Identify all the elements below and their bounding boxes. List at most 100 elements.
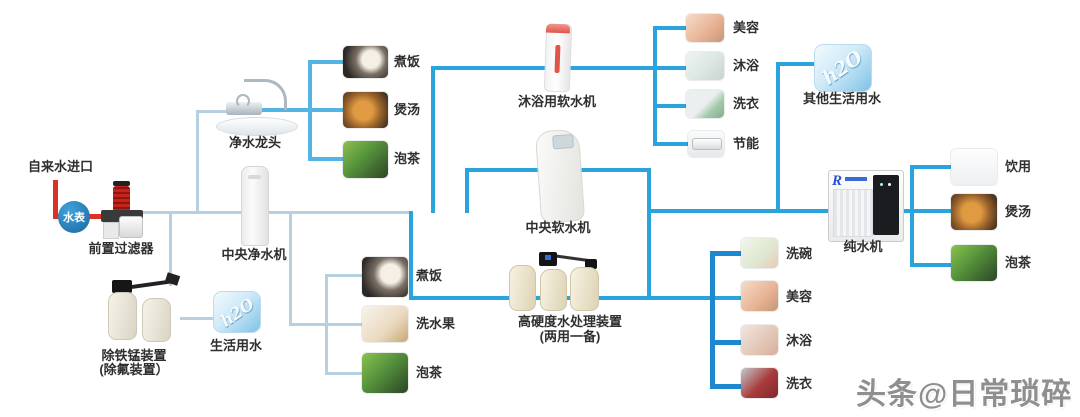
high-hardness-label: 高硬度水处理装置 — [517, 314, 622, 329]
pipe-stub-laundry — [653, 104, 686, 108]
bath-softener-cap — [545, 23, 571, 34]
pipe-right-connector — [910, 165, 914, 267]
tea-photo-2 — [362, 353, 408, 393]
pipe-faucet-riser — [196, 110, 199, 213]
high-hardness-tank1 — [509, 265, 536, 311]
prefilter-cartridge — [113, 186, 130, 212]
pipe-bath-riser — [431, 68, 435, 213]
pipe-inlet-vertical — [53, 180, 58, 218]
pipe-stub-bath2 — [710, 340, 741, 345]
prefilter-label: 前置过滤器 — [88, 241, 154, 256]
pipe-stub-beauty — [653, 26, 686, 30]
domestic-water-icon: h2O — [213, 291, 261, 333]
pipe-stub-laundry2 — [710, 384, 741, 389]
high-hardness-device — [503, 252, 601, 311]
pure-water-grille — [833, 189, 873, 237]
pipe-faucet-out — [230, 108, 311, 112]
domestic-water-label: 生活用水 — [209, 338, 262, 353]
usage-label-soup: 煲汤 — [394, 102, 421, 117]
h2o-script: h2O — [216, 293, 258, 331]
prefilter-housing — [119, 216, 143, 238]
watermark: 头条@日常琐碎 — [856, 378, 1073, 411]
pipe-other-domestic-stub — [776, 62, 816, 66]
pipe-stub-rice2 — [325, 274, 363, 277]
iron-manganese-valve — [112, 280, 132, 293]
pipe-stub-rice — [308, 60, 344, 64]
pipe-stub-tea3 — [910, 263, 951, 267]
pipe-other-domestic-riser — [776, 62, 780, 211]
usage-label-laundry2: 洗衣 — [786, 376, 813, 391]
central-purifier-slot — [248, 175, 261, 179]
rice-cooking-photo-2 — [362, 257, 408, 297]
fruit-washing-photo — [362, 306, 408, 342]
usage-label-laundry: 洗衣 — [733, 96, 760, 111]
faucet-tray — [216, 117, 298, 136]
beauty-photo — [686, 14, 724, 42]
pure-water-panel — [873, 175, 899, 235]
pipe-iron-drop — [169, 213, 172, 286]
faucet-spout-arc — [244, 79, 287, 110]
bath-softener-strip — [554, 44, 561, 74]
bath-softener-label: 沐浴用软水机 — [517, 94, 596, 109]
beauty-photo-2 — [741, 281, 778, 311]
usage-label-soup2: 煲汤 — [1005, 204, 1032, 219]
pipe-loop-right — [647, 168, 651, 300]
pipe-faucet-feed — [196, 110, 232, 113]
usage-label-fruit: 洗水果 — [416, 316, 456, 331]
water-meter-badge: 水表 — [58, 201, 90, 233]
pure-water-label: 纯水机 — [843, 239, 883, 254]
tea-photo — [343, 141, 388, 178]
water-meter-label: 水表 — [63, 212, 85, 224]
pipe-main-left — [138, 211, 413, 214]
prefilter-device — [101, 181, 143, 240]
pipe-bottom-branch-drop — [289, 213, 292, 326]
drinking-water-photo — [951, 149, 997, 185]
pipe-stub-tea2 — [325, 372, 363, 375]
prefilter-bracket — [103, 222, 119, 239]
central-softener-device — [534, 128, 586, 224]
pure-water-device: R — [828, 170, 904, 242]
faucet-handle — [236, 94, 250, 108]
pure-water-led1 — [888, 183, 891, 186]
pure-water-brand-bar — [845, 177, 867, 181]
pipe-iron-to-domestic — [180, 317, 214, 320]
dish-washing-photo — [741, 238, 778, 268]
usage-label-tea: 泡茶 — [394, 151, 421, 166]
pipe-stub-fruit — [325, 323, 363, 326]
usage-label-bath: 沐浴 — [733, 58, 760, 73]
central-purifier-label: 中央净水机 — [221, 247, 287, 262]
high-hardness-valve2 — [585, 259, 597, 269]
usage-label-beauty: 美容 — [733, 20, 760, 35]
pipe-stub-drink — [910, 165, 951, 169]
laundry-photo-2 — [741, 368, 778, 398]
iron-manganese-tank1 — [108, 292, 137, 340]
other-domestic-label: 其他生活用水 — [802, 91, 881, 106]
pipe-topright-connector — [653, 26, 657, 146]
pipe-stub-soup2 — [910, 209, 951, 213]
other-domestic-icon: h2O — [814, 44, 872, 92]
usage-label-drink: 饮用 — [1005, 159, 1032, 174]
h2o-script-2: h2O — [818, 46, 868, 90]
pipe-loop-topleft — [465, 168, 469, 213]
laundry-photo — [686, 90, 724, 118]
iron-manganese-label: 除铁锰装置 — [101, 348, 167, 363]
usage-label-dishes: 洗碗 — [786, 246, 813, 261]
high-hardness-valve-screen — [545, 255, 551, 260]
central-purifier-device — [241, 166, 269, 246]
soup-pot-photo — [343, 92, 388, 128]
high-hardness-sublabel: (两用一备) — [539, 329, 601, 344]
pipe-main-right — [647, 209, 912, 213]
bath-softener-device — [543, 23, 573, 93]
high-hardness-tank2 — [540, 269, 567, 311]
usage-label-beauty2: 美容 — [786, 289, 813, 304]
central-softener-panel — [552, 133, 575, 150]
bath-photo — [686, 52, 724, 80]
usage-label-rice2: 煮饭 — [416, 268, 443, 283]
pipe-bottom-branch-run — [289, 323, 327, 326]
prefilter-cap — [113, 181, 130, 186]
tea-photo-3 — [951, 245, 997, 281]
pipe-bottomright-connector — [710, 251, 715, 388]
iron-manganese-device — [104, 272, 186, 346]
pipe-loop-left — [409, 211, 413, 300]
